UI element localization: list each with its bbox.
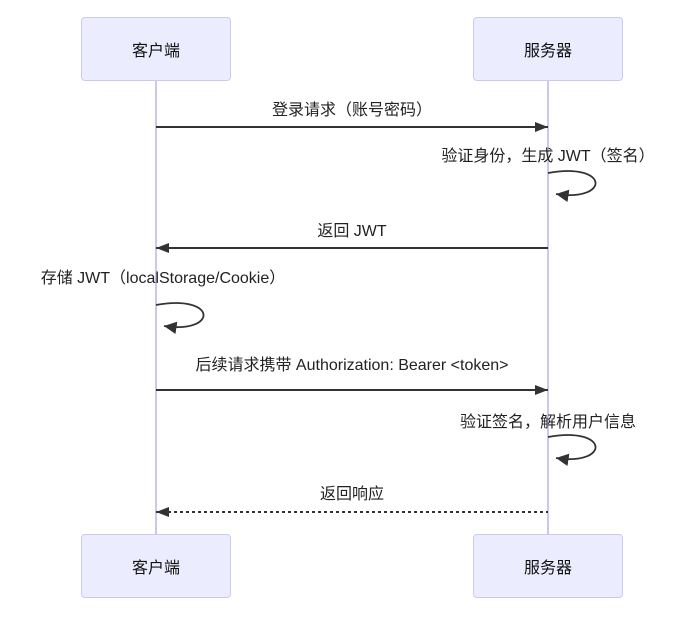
actor-server-top-label: 服务器 — [523, 43, 572, 60]
actor-server-top: 服务器 — [473, 17, 623, 81]
message-return-response-label: 返回响应 — [319, 486, 384, 503]
actor-client-bottom: 客户端 — [81, 534, 231, 598]
message-return-jwt-line — [156, 247, 548, 249]
actor-client-top-label: 客户端 — [131, 43, 180, 60]
message-return-jwt-label: 返回 JWT — [317, 223, 387, 240]
message-login-request-label: 登录请求（账号密码） — [271, 102, 432, 119]
server-self-loop-arrow-icon — [547, 170, 597, 203]
client-lifeline — [155, 81, 157, 534]
arrowhead-left-icon — [156, 243, 169, 253]
arrowhead-right-icon — [535, 385, 548, 395]
message-verify-signature-label: 验证签名，解析用户信息 — [459, 414, 636, 431]
message-login-request-line — [156, 126, 548, 128]
message-return-response-line — [156, 511, 548, 513]
actor-client-bottom-label: 客户端 — [131, 560, 180, 577]
message-bearer-token-line — [156, 389, 548, 391]
message-bearer-token-label: 后续请求携带 Authorization: Bearer <token> — [195, 357, 509, 374]
message-verify-generate-jwt-label: 验证身份，生成 JWT（签名） — [441, 148, 655, 165]
actor-server-bottom-label: 服务器 — [523, 560, 572, 577]
client-self-loop-arrow-icon — [155, 302, 205, 335]
actor-server-bottom: 服务器 — [473, 534, 623, 598]
arrowhead-right-icon — [535, 122, 548, 132]
message-store-jwt-label: 存储 JWT（localStorage/Cookie） — [40, 270, 286, 287]
actor-client-top: 客户端 — [81, 17, 231, 81]
server-self-loop-arrow-icon — [547, 434, 597, 467]
arrowhead-left-icon — [156, 507, 169, 517]
server-lifeline — [547, 81, 549, 534]
